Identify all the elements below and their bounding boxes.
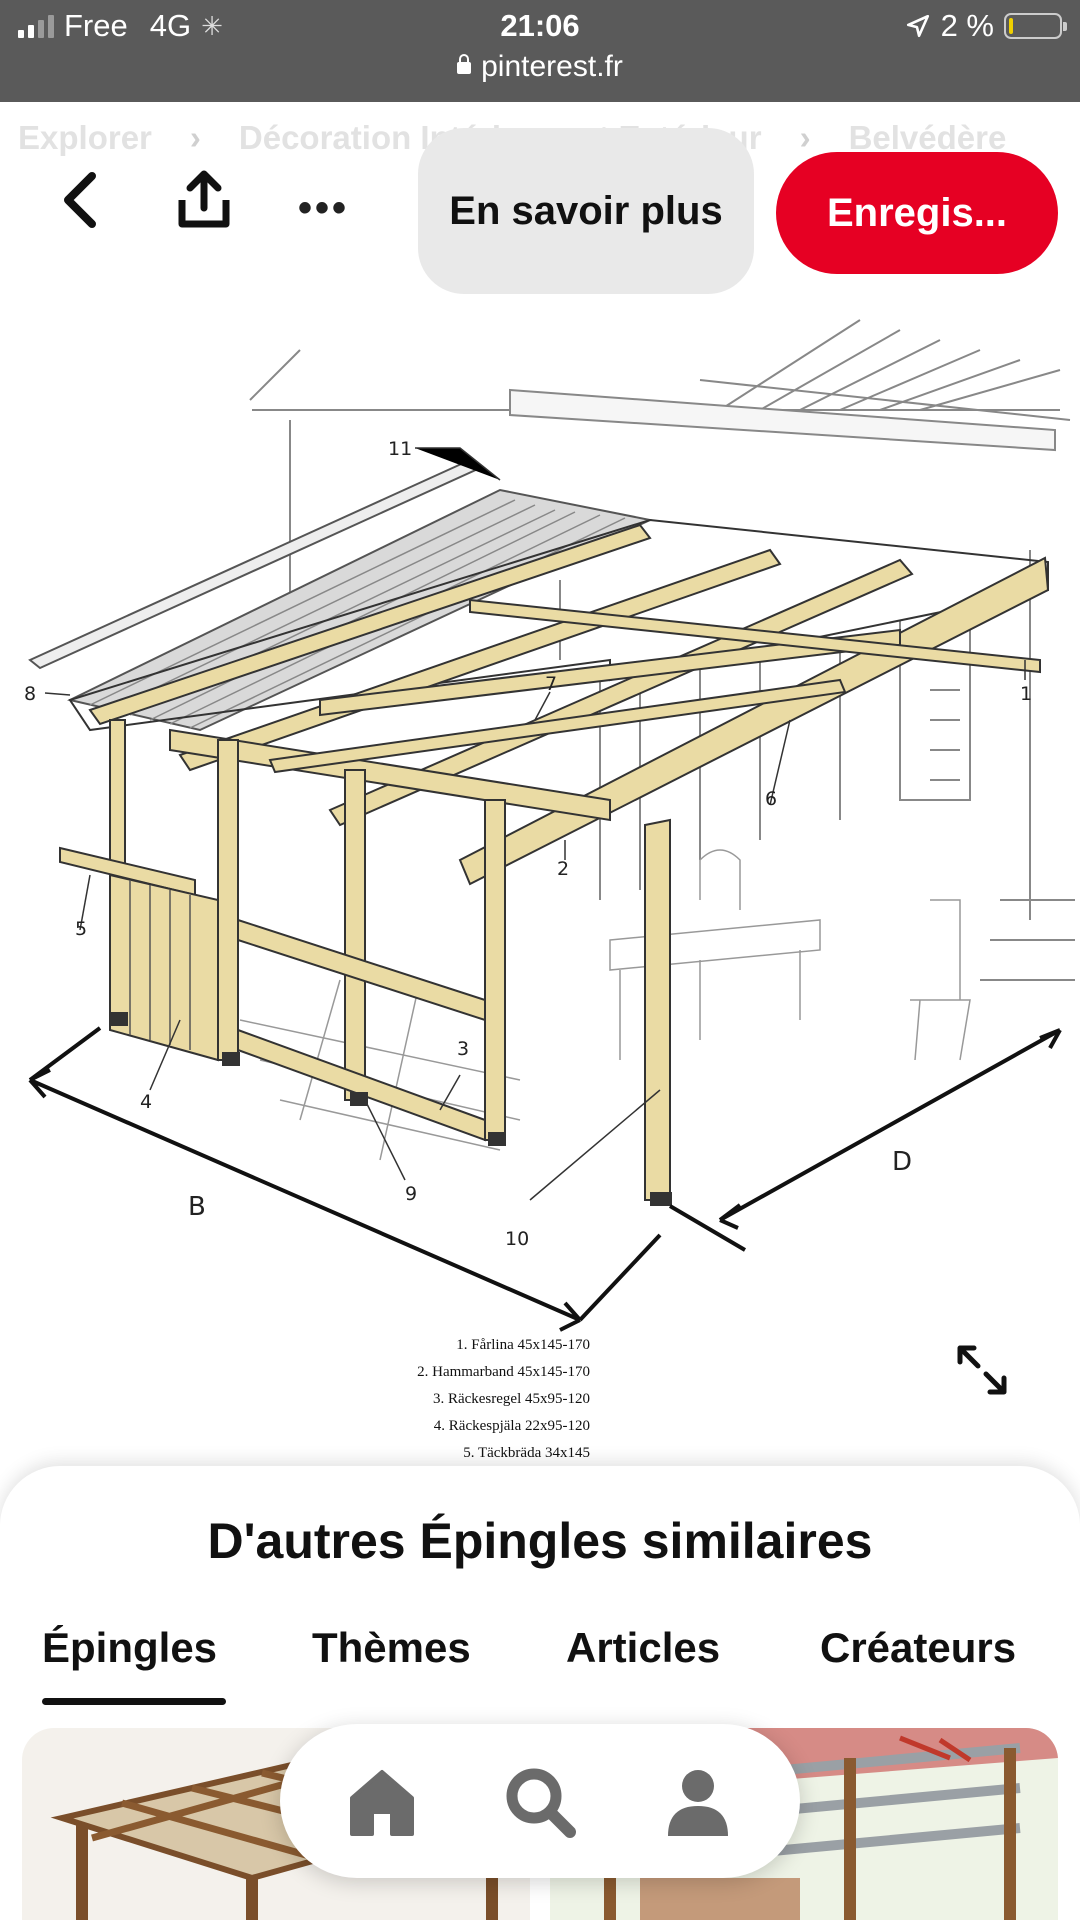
callout-1: 1 xyxy=(1020,683,1032,705)
tab-creators[interactable]: Créateurs xyxy=(820,1624,1017,1671)
pergola-frame xyxy=(59,518,1050,1201)
dimension-lines xyxy=(28,1026,1062,1332)
signal-icon xyxy=(18,14,54,38)
pin-image[interactable]: 11 8 7 1 6 5 2 3 4 9 10 B D xyxy=(0,300,1080,1480)
callout-8: 8 xyxy=(24,683,36,705)
activity-spinner-icon: ✳ xyxy=(201,10,223,41)
dimension-d: D xyxy=(892,1147,912,1177)
search-icon[interactable] xyxy=(502,1764,578,1840)
share-button[interactable] xyxy=(174,170,234,230)
similar-tabs: Épingles Thèmes Articles Créateurs xyxy=(0,1624,1080,1704)
chevron-right-icon: › xyxy=(799,119,811,156)
active-tab-indicator xyxy=(42,1698,226,1705)
dimension-b: B xyxy=(188,1192,206,1222)
chevron-right-icon: › xyxy=(189,119,201,156)
address-bar[interactable]: pinterest.fr xyxy=(0,50,1080,84)
url-text: pinterest.fr xyxy=(481,50,623,83)
back-button[interactable] xyxy=(50,170,110,230)
legend-item: 2. Hammarband 45x145-170 xyxy=(417,1364,590,1380)
callout-labels: 11 8 7 1 6 5 2 3 4 9 10 B D xyxy=(24,438,1032,1250)
expand-icon[interactable] xyxy=(952,1340,1012,1400)
callout-2: 2 xyxy=(557,858,569,880)
breadcrumb-item[interactable]: Explorer xyxy=(18,119,152,156)
battery-icon xyxy=(1004,13,1067,39)
network-type: 4G xyxy=(149,8,192,43)
post-bases xyxy=(110,1012,672,1206)
share-icon xyxy=(178,170,230,228)
tab-articles[interactable]: Articles xyxy=(566,1624,721,1671)
callout-9: 9 xyxy=(405,1183,417,1205)
profile-icon[interactable] xyxy=(660,1764,736,1840)
tab-themes[interactable]: Thèmes xyxy=(312,1624,471,1671)
callout-leaders xyxy=(44,447,1026,1201)
carrier-name: Free xyxy=(64,8,128,43)
callout-6: 6 xyxy=(765,788,777,810)
callout-10: 10 xyxy=(505,1228,529,1250)
callout-4: 4 xyxy=(140,1091,152,1113)
clock: 21:06 xyxy=(500,8,580,43)
legend-item: 4. Räckespjäla 22x95-120 xyxy=(433,1418,590,1434)
parts-legend: 1. Fårlina 45x145-170 2. Hammarband 45x1… xyxy=(360,1332,590,1467)
legend-item: 5. Täckbräda 34x145 xyxy=(463,1445,590,1461)
status-bar: Free 4G ✳ 21:06 2 % pinterest.fr xyxy=(0,0,1080,102)
lock-icon xyxy=(457,54,472,74)
save-button[interactable]: Enregis... xyxy=(776,152,1058,274)
battery-percent: 2 % xyxy=(940,8,994,43)
chevron-left-icon xyxy=(64,172,96,228)
location-arrow-icon xyxy=(906,14,929,38)
legend-item: 3. Räckesregel 45x95-120 xyxy=(432,1391,590,1407)
status-left: Free 4G ✳ xyxy=(18,8,223,44)
learn-more-button[interactable]: En savoir plus xyxy=(418,128,754,294)
legend-item: 1. Fårlina 45x145-170 xyxy=(456,1337,590,1353)
more-options-button[interactable]: ••• xyxy=(298,186,350,230)
bottom-navigation xyxy=(280,1724,800,1878)
callout-11: 11 xyxy=(388,438,412,460)
home-icon[interactable] xyxy=(344,1764,420,1840)
callout-3: 3 xyxy=(457,1038,469,1060)
status-right: 2 % xyxy=(905,8,1067,44)
callout-5: 5 xyxy=(75,918,87,940)
callout-7: 7 xyxy=(545,673,557,695)
similar-pins-title: D'autres Épingles similaires xyxy=(207,1513,873,1569)
breadcrumb-item[interactable]: Belvédère xyxy=(848,119,1007,156)
tab-pins[interactable]: Épingles xyxy=(42,1624,218,1671)
